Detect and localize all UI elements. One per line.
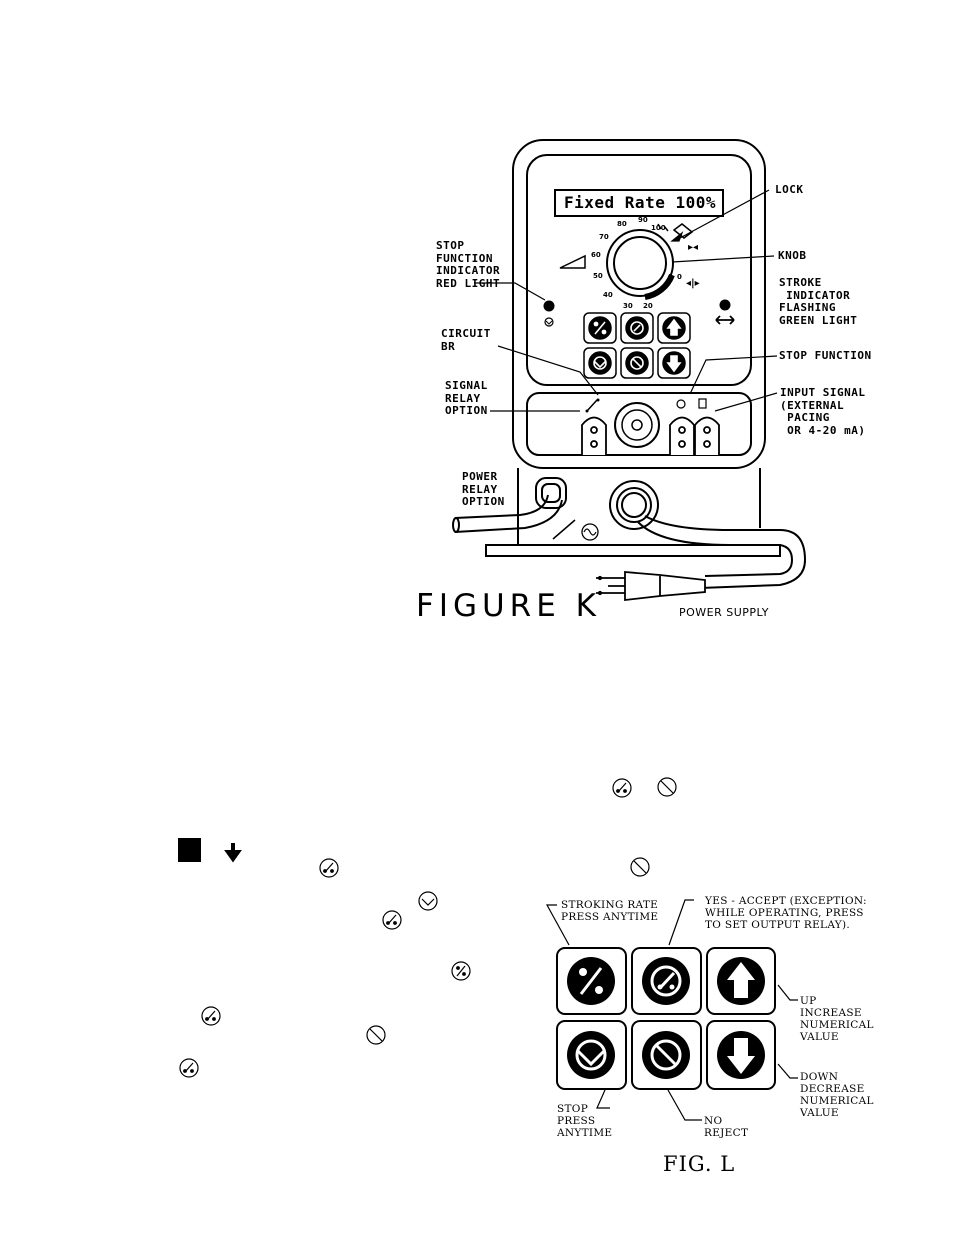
percent-icon bbox=[579, 967, 603, 995]
label-stop-function-indicator: STOP FUNCTION INDICATOR RED LIGHT bbox=[436, 239, 501, 290]
label-yes-accept: YES - ACCEPT (EXCEPTION: WHILE OPERATING… bbox=[705, 895, 867, 931]
dial-tick-80: 80 bbox=[617, 220, 627, 228]
stroke-indicator-light bbox=[719, 299, 731, 311]
dial-tick-70: 70 bbox=[599, 233, 609, 241]
plug-icon bbox=[596, 571, 706, 602]
connector-panel bbox=[526, 392, 752, 456]
yes-icon bbox=[658, 971, 676, 990]
label-no-reject: NO REJECT bbox=[704, 1115, 749, 1139]
label-circuit-br: CIRCUIT BR bbox=[441, 327, 491, 353]
label-signal-relay: SIGNAL RELAY OPTION bbox=[445, 379, 488, 417]
label-knob: KNOB bbox=[778, 249, 807, 262]
dial-tick-60: 60 bbox=[591, 251, 601, 259]
stop-indicator-light bbox=[543, 300, 555, 312]
dial-tick-30: 30 bbox=[623, 302, 633, 310]
dial-tick-40: 40 bbox=[603, 291, 613, 299]
label-stroke-indicator: STROKE INDICATOR FLASHING GREEN LIGHT bbox=[779, 276, 858, 327]
label-lock: LOCK bbox=[775, 183, 804, 196]
lcd-display-frame bbox=[554, 189, 724, 217]
svg-text:▸◂: ▸◂ bbox=[688, 242, 698, 253]
label-stroking-rate: STROKING RATE PRESS ANYTIME bbox=[561, 899, 659, 923]
dial-tick-100: 100 bbox=[651, 224, 666, 232]
label-power-supply: POWER SUPPLY bbox=[679, 606, 769, 619]
label-power-relay: POWER RELAY OPTION bbox=[462, 470, 505, 508]
label-up: UP INCREASE NUMERICAL VALUE bbox=[800, 995, 874, 1043]
label-stop: STOP PRESS ANYTIME bbox=[557, 1103, 613, 1139]
lcd-display: Fixed Rate 100% bbox=[564, 193, 716, 212]
figure-k-caption: FIGURE K bbox=[416, 588, 601, 624]
knob[interactable] bbox=[606, 223, 694, 300]
label-down: DOWN DECREASE NUMERICAL VALUE bbox=[800, 1071, 874, 1119]
down-arrow-icon bbox=[727, 1038, 755, 1074]
up-arrow-icon bbox=[727, 962, 755, 998]
figure-l-caption: FIG. L bbox=[663, 1152, 736, 1176]
stop-icon bbox=[575, 1048, 607, 1067]
dial-tick-90: 90 bbox=[638, 216, 648, 224]
label-input-signal: INPUT SIGNAL (EXTERNAL PACING OR 4-20 mA… bbox=[780, 386, 866, 437]
ramp-icon bbox=[559, 254, 586, 269]
dial-tick-20: 20 bbox=[643, 302, 653, 310]
control-panel bbox=[526, 154, 752, 386]
dial-tick-0: 0 bbox=[677, 273, 682, 281]
label-stop-function: STOP FUNCTION bbox=[779, 349, 872, 362]
no-icon bbox=[654, 1043, 678, 1067]
pump-housing bbox=[512, 139, 766, 469]
dial-tick-50: 50 bbox=[593, 272, 603, 280]
svg-text:◂|▸: ◂|▸ bbox=[686, 278, 700, 289]
